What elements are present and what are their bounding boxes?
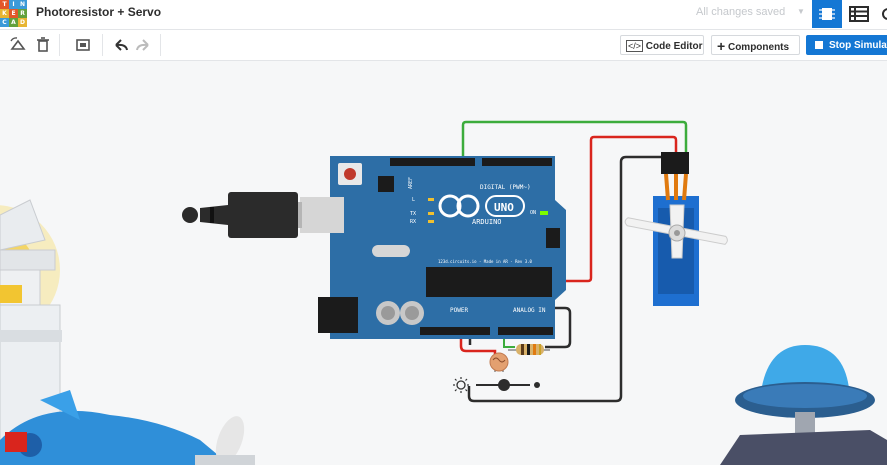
sun-icon	[453, 377, 469, 393]
trash-icon[interactable]	[34, 36, 52, 54]
led-l-label: L	[412, 197, 415, 203]
toolbar-divider	[102, 34, 103, 56]
light-level-slider[interactable]	[453, 377, 540, 393]
circuit-view-button[interactable]	[812, 0, 842, 28]
usb-cable	[182, 192, 344, 238]
components-button[interactable]: + Components	[711, 35, 800, 55]
stop-icon	[815, 41, 823, 49]
rotate-icon[interactable]	[9, 36, 27, 54]
components-label: Components	[727, 42, 790, 53]
microcontroller-chip	[426, 267, 552, 297]
ufo-decoration	[720, 345, 887, 465]
toolbar-divider	[160, 34, 161, 56]
power-label: POWER	[450, 307, 468, 314]
led-rx-label: RX	[410, 219, 416, 225]
photoresistor[interactable]	[489, 352, 509, 372]
component-list-button[interactable]	[844, 0, 874, 28]
chevron-down-icon[interactable]: ▼	[797, 7, 805, 16]
user-menu-icon[interactable]	[879, 5, 887, 23]
lighthouse-decoration	[0, 199, 62, 465]
led-tx-label: TX	[410, 211, 416, 217]
fit-view-icon[interactable]	[74, 36, 92, 54]
redo-icon[interactable]	[134, 36, 152, 54]
tinkercad-logo[interactable]: T I N K E R C A D	[0, 0, 27, 27]
code-editor-label: Code Editor	[645, 41, 703, 52]
analog-label: ANALOG IN	[513, 307, 546, 314]
on-label: ON	[530, 210, 536, 216]
title-bar: T I N K E R C A D Photoresistor + Servo …	[0, 0, 887, 30]
power-header[interactable]	[420, 327, 490, 335]
power-jack[interactable]	[318, 297, 358, 333]
circuit-canvas[interactable]: ARDUINO UNO DIGITAL (PWM~) ANALOG IN POW…	[0, 61, 887, 465]
undo-icon[interactable]	[112, 36, 130, 54]
plus-icon: +	[717, 38, 726, 54]
digital-label: DIGITAL (PWM~)	[480, 184, 531, 191]
toolbar-divider	[59, 34, 60, 56]
digital-header-right[interactable]	[482, 158, 552, 166]
servo-motor[interactable]	[624, 152, 729, 306]
stop-simulation-button[interactable]: Stop Simulat	[806, 35, 887, 55]
board-model: UNO	[494, 201, 514, 214]
wire-red[interactable]	[459, 135, 678, 358]
board-brand: ARDUINO	[472, 218, 502, 226]
arduino-uno-board[interactable]: ARDUINO UNO DIGITAL (PWM~) ANALOG IN POW…	[318, 156, 566, 339]
analog-header[interactable]	[498, 327, 553, 335]
stop-simulation-label: Stop Simulat	[829, 40, 887, 51]
toolbar: </> Code Editor + Components Stop Simula…	[0, 30, 887, 61]
wire-green[interactable]	[461, 120, 688, 163]
reset-button[interactable]	[344, 168, 356, 180]
aref-label: AREF	[408, 177, 414, 189]
project-title[interactable]: Photoresistor + Servo	[36, 5, 162, 19]
slider-handle[interactable]	[498, 379, 510, 391]
airplane-decoration	[0, 390, 255, 465]
moon-dot-icon	[534, 382, 540, 388]
digital-header-left[interactable]	[390, 158, 475, 166]
save-status[interactable]: All changes saved	[696, 6, 786, 18]
chip-icon	[819, 8, 835, 20]
resistor[interactable]	[508, 344, 550, 355]
board-footer: 123d.circuits.io - Made in AR - Rev 3.0	[438, 259, 533, 264]
code-icon: </>	[626, 40, 644, 52]
list-icon	[849, 6, 869, 22]
code-editor-button[interactable]: </> Code Editor	[620, 35, 704, 55]
